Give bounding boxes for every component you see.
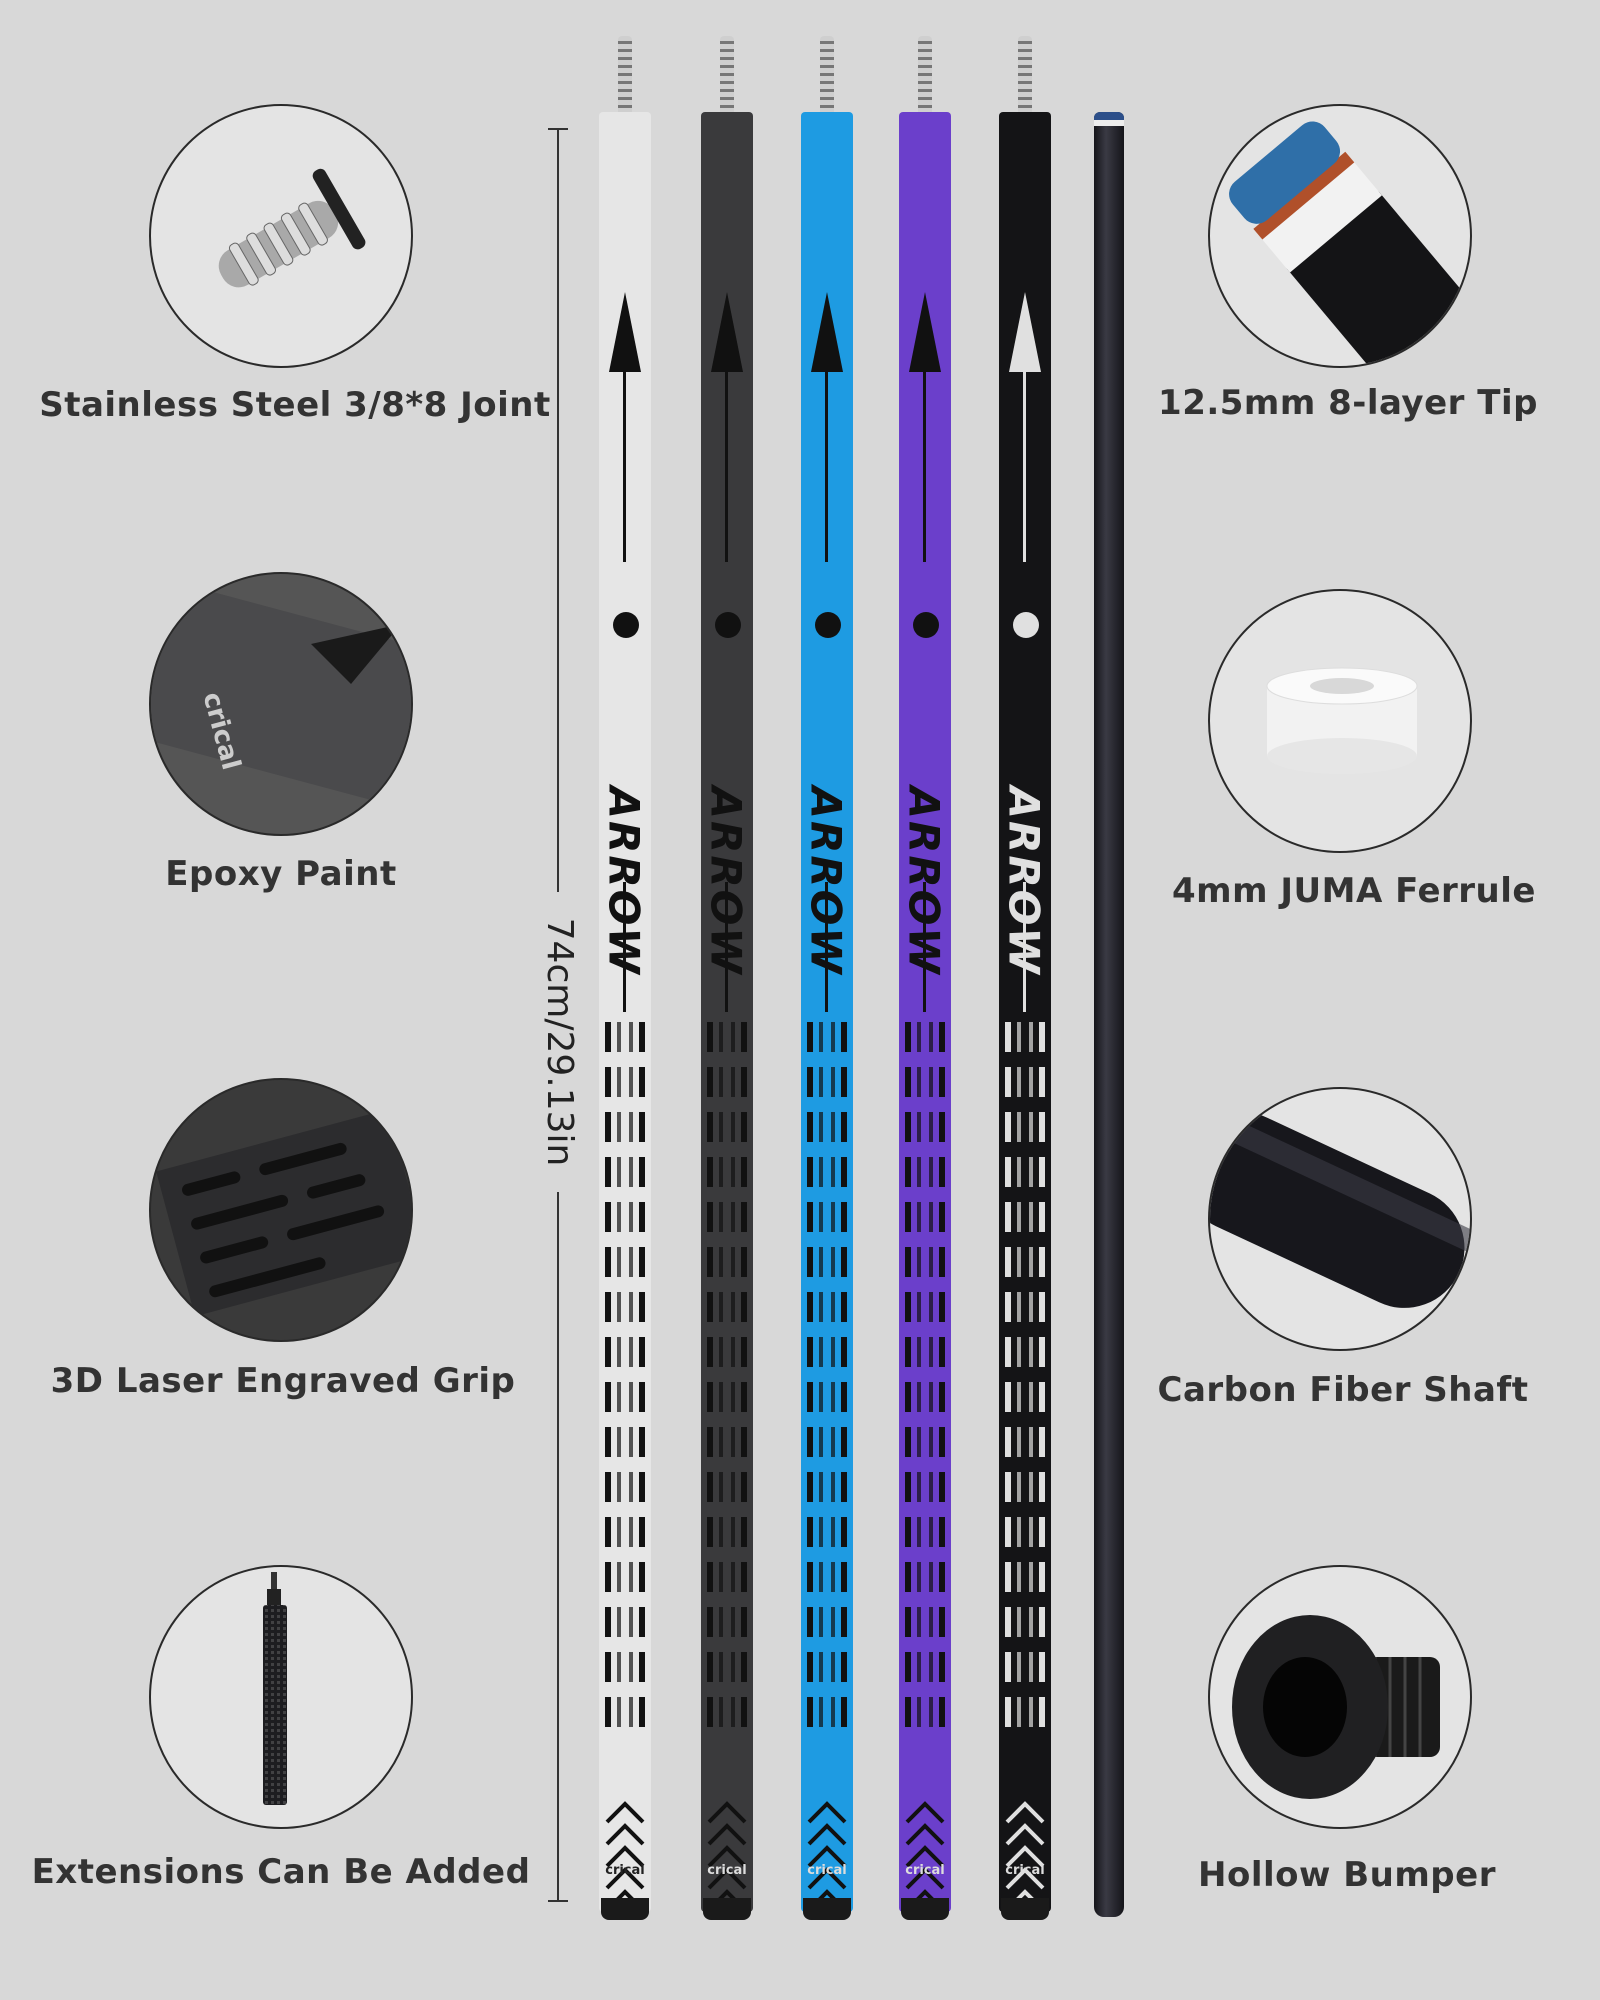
cue-brand-logo: crical — [905, 1863, 945, 1878]
ferrule-icon — [1208, 589, 1472, 853]
laser-grip-pattern — [1005, 1022, 1045, 1752]
arrow-head-icon — [811, 292, 843, 372]
shaft-icon — [1208, 1087, 1472, 1351]
star-ball-logo-icon — [815, 612, 841, 638]
arrow-line — [825, 882, 828, 1012]
feature-label-bumper: Hollow Bumper — [1198, 1855, 1496, 1895]
shaft-ferrule — [1094, 120, 1124, 126]
joint-pin — [720, 36, 734, 114]
joint-pin — [1018, 36, 1032, 114]
arrow-line — [1023, 882, 1026, 1012]
cue-brand-logo: crical — [605, 1863, 645, 1878]
laser-grip-pattern — [605, 1022, 645, 1752]
feature-label-ferrule: 4mm JUMA Ferrule — [1172, 871, 1536, 911]
star-ball-logo-icon — [613, 612, 639, 638]
feature-label-grip: 3D Laser Engraved Grip — [50, 1361, 516, 1401]
arrow-shaft-line — [1023, 362, 1026, 562]
arrow-shaft-line — [923, 362, 926, 562]
joint-pin-icon — [149, 104, 413, 368]
bumper-icon — [1208, 1565, 1472, 1829]
shaft-tip — [1094, 112, 1124, 120]
extension-icon — [149, 1565, 413, 1829]
cue-brand-logo: crical — [1005, 1863, 1045, 1878]
cue-brand-logo: crical — [707, 1863, 747, 1878]
cue-bumper — [1001, 1898, 1049, 1920]
joint-pin — [618, 36, 632, 114]
cue-brand-logo: crical — [807, 1863, 847, 1878]
feature-label-shaft: Carbon Fiber Shaft — [1157, 1370, 1529, 1410]
arrow-line — [923, 882, 926, 1012]
laser-grip-pattern — [707, 1022, 747, 1752]
feature-label-epoxy: Epoxy Paint — [165, 854, 397, 894]
star-ball-logo-icon — [1013, 612, 1039, 638]
arrow-shaft-line — [725, 362, 728, 562]
arrow-shaft-line — [825, 362, 828, 562]
joint-pin — [820, 36, 834, 114]
tip-icon — [1208, 104, 1472, 368]
cue-butt[interactable]: ARROW crical — [999, 112, 1051, 1912]
cue-bumper — [803, 1898, 851, 1920]
cue-butt[interactable]: ARROW crical — [599, 112, 651, 1912]
feature-label-extension: Extensions Can Be Added — [31, 1852, 531, 1892]
epoxy-paint-icon: crical — [149, 572, 413, 836]
engraved-grip-icon — [149, 1078, 413, 1342]
arrow-line — [623, 882, 626, 1012]
cue-bumper — [901, 1898, 949, 1920]
feature-label-joint: Stainless Steel 3/8*8 Joint — [39, 385, 551, 425]
cue-bumper — [601, 1898, 649, 1920]
carbon-shaft — [1094, 112, 1124, 1917]
arrow-shaft-line — [623, 362, 626, 562]
joint-pin — [918, 36, 932, 114]
cue-bumper — [703, 1898, 751, 1920]
dimension-label: 74cm/29.13in — [536, 892, 580, 1192]
arrow-head-icon — [711, 292, 743, 372]
arrow-head-icon — [909, 292, 941, 372]
laser-grip-pattern — [807, 1022, 847, 1752]
laser-grip-pattern — [905, 1022, 945, 1752]
cue-butt[interactable]: ARROW crical — [899, 112, 951, 1912]
star-ball-logo-icon — [715, 612, 741, 638]
arrow-head-icon — [609, 292, 641, 372]
star-ball-logo-icon — [913, 612, 939, 638]
feature-label-tip: 12.5mm 8-layer Tip — [1158, 383, 1538, 423]
dimension-bottom-tick — [548, 1900, 568, 1902]
arrow-line — [725, 882, 728, 1012]
cue-butt[interactable]: ARROW crical — [701, 112, 753, 1912]
cue-butt[interactable]: ARROW crical — [801, 112, 853, 1912]
arrow-head-icon — [1009, 292, 1041, 372]
